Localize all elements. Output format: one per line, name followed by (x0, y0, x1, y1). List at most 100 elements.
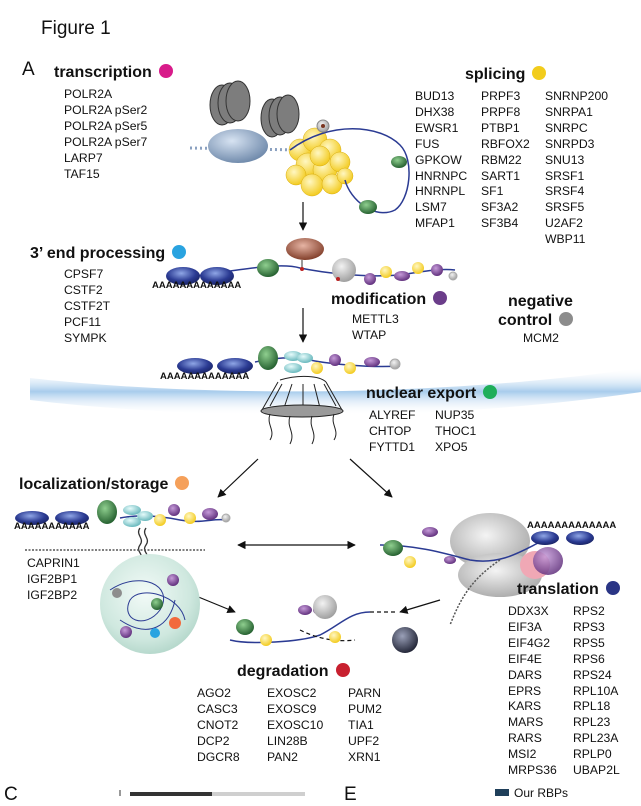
end-processing-gene-list: CPSF7 CSTF2 CSTF2T PCF11 SYMPK (64, 267, 110, 347)
nuclear-export-column-1: ALYREF CHTOP FYTTD1 (369, 408, 435, 456)
polya-label: AAAAAAAAAAA (14, 521, 90, 532)
end-processing-dot (172, 245, 187, 259)
gene-label: IGF2BP1 (27, 571, 78, 586)
gene-label: POLR2A pSer2 (64, 102, 148, 117)
gene-label: RPS6 (573, 651, 605, 666)
gene-label: MRPS36 (508, 763, 557, 778)
modification-heading: modification (331, 291, 448, 309)
gene-label: CSTF2 (64, 282, 103, 297)
splicing-dot (532, 66, 547, 80)
gene-label: RPS2 (573, 604, 605, 618)
gene-label: NUP35 (435, 408, 475, 422)
negative-control-dot (559, 312, 574, 326)
nuclear-export-dot (483, 385, 498, 399)
degradation-title: degradation (237, 663, 329, 680)
transcription-title: transcription (54, 64, 152, 81)
gene-label: FUS (415, 136, 440, 151)
gene-label: DARS (508, 667, 542, 682)
gene-label: CAPRIN1 (27, 556, 80, 570)
gene-label: SRSF4 (545, 184, 585, 199)
localization-dot (175, 476, 190, 490)
nuclear-export-gene-list: ALYREF CHTOP FYTTD1 NUP35 THOC1 XPO5 (369, 408, 476, 456)
negative-control-title-line1: negative (508, 293, 573, 310)
translation-dot (605, 581, 620, 595)
gene-label: EWSR1 (415, 120, 459, 135)
gene-label: SF3A2 (481, 200, 519, 215)
gene-label: RPLP0 (573, 747, 612, 762)
gene-label: MCM2 (523, 331, 559, 345)
localization-heading: localization/storage (19, 476, 190, 494)
gene-label: EXOSC9 (267, 701, 317, 716)
gene-label: EIF4E (508, 651, 542, 666)
gene-label: SNRPC (545, 120, 588, 135)
gene-label: CPSF7 (64, 267, 104, 281)
gene-label: PAN2 (267, 749, 298, 764)
gene-label: SART1 (481, 168, 521, 183)
end-processing-heading: 3’ end processing (30, 245, 187, 263)
nuclear-export-heading: nuclear export (366, 385, 498, 403)
degradation-complex (229, 595, 418, 653)
gene-label: RPS3 (573, 619, 605, 634)
transcription-gene-list: POLR2A POLR2A pSer2 POLR2A pSer5 POLR2A … (64, 87, 147, 182)
polya-label: AAAAAAAAAAAAA (152, 280, 242, 291)
gene-label: PRPF3 (481, 89, 521, 103)
gene-label: TIA1 (348, 717, 374, 732)
gene-label: UBAP2L (573, 763, 620, 778)
gene-label: KARS (508, 699, 542, 714)
translation-ribosome (379, 513, 594, 626)
gene-label: RPL18 (573, 699, 611, 714)
gene-label: PUM2 (348, 701, 382, 716)
figure-title: Figure 1 (41, 18, 111, 39)
modification-gene-list: METTL3 WTAP (352, 312, 399, 344)
degradation-column-3: PARN PUM2 TIA1 UPF2 XRN1 (348, 686, 382, 766)
gene-label: WBP11 (545, 232, 586, 247)
gene-label: PARN (348, 686, 381, 700)
gene-label: PRPF8 (481, 104, 521, 119)
gene-label: SNU13 (545, 152, 585, 167)
splicing-column-1: BUD13 DHX38 EWSR1 FUS GPKOW HNRNPC HNRNP… (415, 89, 481, 248)
gene-label: RBFOX2 (481, 136, 530, 151)
processing-mrna (166, 238, 458, 285)
gene-label: TAF15 (64, 166, 100, 181)
splicing-column-3: SNRNP200 SNRPA1 SNRPC SNRPD3 SNU13 SRSF1… (545, 89, 608, 248)
degradation-dot (335, 663, 350, 677)
gene-label: MARS (508, 715, 544, 730)
splicing-title: splicing (465, 66, 526, 83)
negative-control-heading: negative control (498, 292, 574, 330)
gene-label: WTAP (352, 327, 387, 342)
degradation-column-1: AGO2 CASC3 CNOT2 DCP2 DGCR8 (197, 686, 267, 766)
gene-label: U2AF2 (545, 216, 583, 231)
gene-label: CSTF2T (64, 298, 111, 313)
gene-label: RARS (508, 731, 542, 746)
transcription-heading: transcription (54, 64, 173, 82)
polya-label: AAAAAAAAAAAAA (160, 371, 250, 382)
legend-label-our-rbps: Our RBPs (514, 786, 569, 800)
gene-label: CASC3 (197, 701, 238, 716)
splicing-gene-list: BUD13 DHX38 EWSR1 FUS GPKOW HNRNPC HNRNP… (415, 89, 608, 248)
translation-column-1: DDX3X EIF3A EIF4G2 EIF4E DARS EPRS KARS … (508, 604, 573, 779)
degradation-gene-list: AGO2 CASC3 CNOT2 DCP2 DGCR8 EXOSC2 EXOSC… (197, 686, 382, 766)
translation-gene-list: DDX3X EIF3A EIF4G2 EIF4E DARS EPRS KARS … (508, 604, 620, 779)
gene-label: MSI2 (508, 747, 537, 762)
gene-label: THOC1 (435, 423, 477, 438)
panel-label-c: C (4, 784, 18, 805)
nuclear-export-column-2: NUP35 THOC1 XPO5 (435, 408, 476, 456)
panel-label-e: E (344, 784, 357, 805)
negative-control-title-line2: control (498, 312, 553, 329)
nuclear-export-title: nuclear export (366, 385, 477, 402)
gene-label: LIN28B (267, 733, 308, 748)
gene-label: LARP7 (64, 150, 103, 165)
gene-label: GPKOW (415, 152, 462, 167)
gene-label: RBM22 (481, 152, 522, 167)
gene-label: SYMPK (64, 330, 107, 345)
transcription-complex (189, 80, 410, 214)
gene-label: XRN1 (348, 749, 381, 764)
gene-label: HNRNPC (415, 168, 468, 183)
localization-gene-list: CAPRIN1 IGF2BP1 IGF2BP2 (27, 556, 80, 604)
gene-label: ALYREF (369, 408, 416, 422)
gene-label: POLR2A (64, 87, 113, 101)
gene-label: EIF4G2 (508, 635, 550, 650)
translation-title: translation (517, 581, 599, 598)
panel-c-bar (130, 792, 305, 796)
